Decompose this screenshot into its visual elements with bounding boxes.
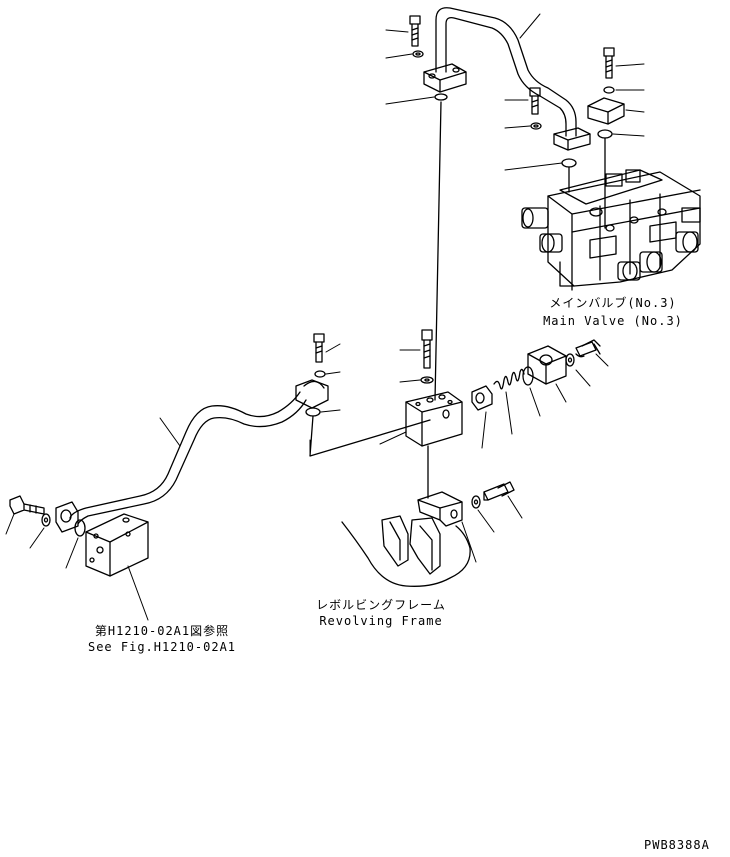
washer-mid-3 (565, 353, 575, 367)
reference-line-vertical (434, 101, 442, 401)
bolt-mid-3 (575, 339, 601, 358)
upper-pipe (435, 7, 577, 137)
oring-upper-3 (597, 129, 613, 139)
revolving-frame-label-en: Revolving Frame (319, 614, 443, 628)
oring-left (74, 519, 86, 537)
cover-plate (587, 97, 625, 125)
bolt-mid-2 (421, 329, 433, 369)
revolving-frame-label-jp: レボルビングフレーム (316, 598, 446, 612)
oring-upper-2 (561, 158, 577, 168)
lower-pipe (69, 391, 307, 525)
main-valve-label-jp: メインバルブ(No.3) (549, 296, 677, 310)
lower-pipe-flange-top (295, 379, 329, 409)
washer-left (41, 513, 51, 527)
upper-flange-left (423, 63, 467, 93)
washer-upper-1 (412, 50, 424, 58)
drawing-code: PWB8388A (644, 838, 710, 852)
washer-mid-1 (314, 370, 326, 378)
leader-lines-lower (5, 343, 609, 621)
bracket (417, 491, 463, 527)
washer-mid-2 (420, 376, 434, 384)
bolt-left (9, 495, 45, 515)
spring (493, 368, 525, 390)
see-fig-label-en: See Fig.H1210-02A1 (87, 640, 237, 654)
bolt-upper-1 (409, 15, 421, 47)
frame-outline-curve (341, 521, 471, 587)
frame-bracket-left (381, 515, 409, 567)
main-valve-label-en: Main Valve (No.3) (543, 314, 683, 328)
bolt-upper-3 (603, 47, 615, 79)
adapter-fitting (471, 385, 493, 411)
frame-bracket-right (409, 517, 441, 575)
leader-lines-upper (385, 13, 645, 171)
washer-upper-2 (530, 122, 542, 130)
washer-upper-3 (603, 86, 615, 94)
see-fig-label-jp: 第H1210-02A1図参照 (94, 624, 230, 638)
junction-block (405, 391, 463, 447)
bolt-upper-2 (529, 87, 541, 115)
bolt-lower (483, 481, 515, 501)
washer-lower (471, 495, 481, 509)
oring-mid-1 (305, 407, 321, 417)
oring-upper-1 (434, 93, 448, 101)
valve-flange (527, 345, 567, 385)
lower-pipe-flange-left (55, 501, 79, 533)
bolt-mid-1 (313, 333, 325, 363)
reference-line-mid (309, 415, 431, 457)
upper-flange-right (553, 127, 591, 151)
main-valve-body (521, 169, 701, 291)
left-block (85, 513, 149, 577)
